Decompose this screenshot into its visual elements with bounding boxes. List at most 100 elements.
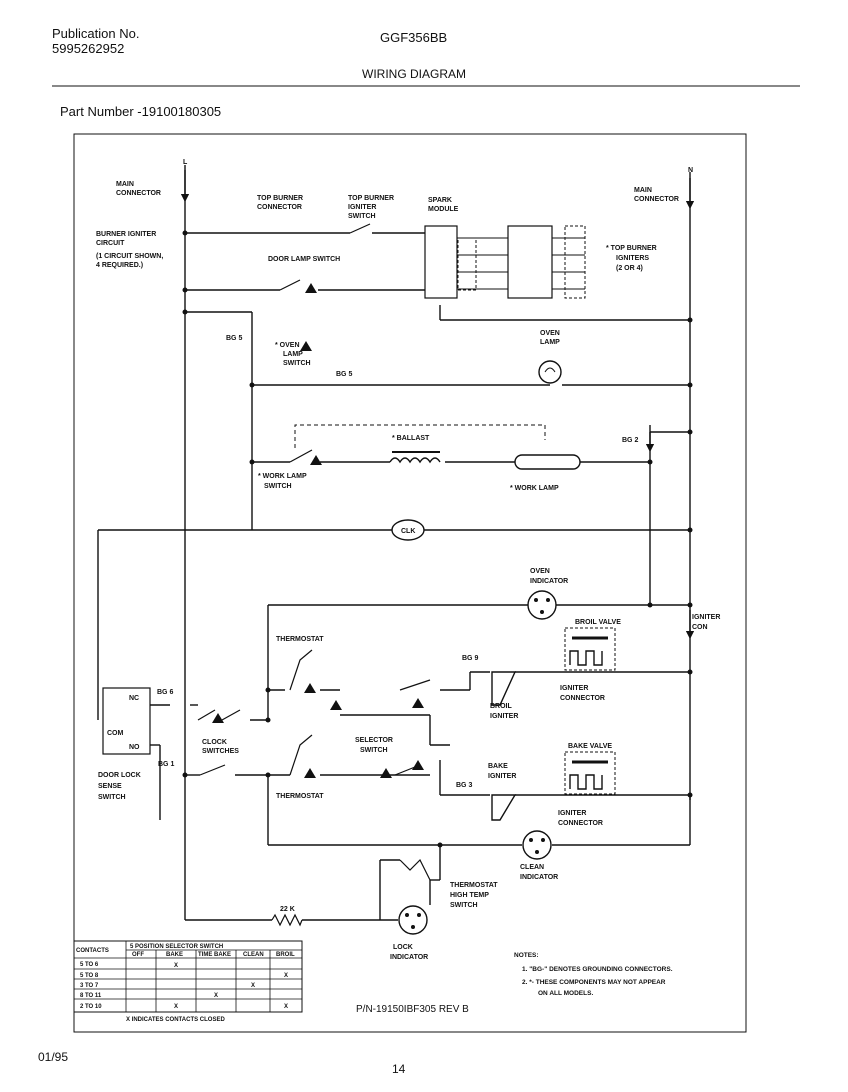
notes: NOTES: 1. "BG-" DENOTES GROUNDING CONNEC…: [514, 952, 673, 997]
bg5-a-label: BG 5: [226, 335, 242, 342]
lock-indicator-1: LOCK: [393, 944, 413, 951]
top-burner-connector-2: CONNECTOR: [257, 204, 302, 211]
door-lock-sense-switch-icon: [102, 687, 151, 755]
door-lamp-switch-label: DOOR LAMP SWITCH: [268, 256, 340, 263]
table-row-contact: 3 TO 7: [80, 983, 99, 989]
thermostat-top-icon: [289, 649, 313, 691]
n-label: N: [688, 167, 693, 174]
note-3: ON ALL MODELS.: [538, 990, 593, 997]
door-lock-sense-2: SENSE: [98, 783, 122, 790]
bg6-label: BG 6: [157, 689, 173, 696]
oven-indicator-1: OVEN: [530, 568, 550, 575]
table-col-broil: BROIL: [276, 952, 295, 958]
door-lock-sense-1: DOOR LOCK: [98, 772, 141, 779]
oven-lamp-icon: [538, 360, 562, 384]
oven-lamp-label-2: LAMP: [540, 339, 560, 346]
publication-label: Publication No.: [52, 26, 140, 41]
clock-switch-b-icon: [221, 709, 241, 721]
broil-valve-label: BROIL VALVE: [575, 619, 621, 626]
main-connector-right-2: CONNECTOR: [634, 196, 679, 203]
bake-igniter-2: IGNITER: [488, 773, 516, 780]
junction-dots: [182, 230, 693, 848]
work-lamp-label: * WORK LAMP: [510, 485, 559, 492]
bake-valve-label: BAKE VALVE: [568, 743, 612, 750]
clock-switch-c-icon: [199, 764, 226, 776]
no-label: NO: [129, 744, 140, 751]
table-row-contact: 2 TO 10: [80, 1004, 102, 1010]
top-burner-igniters-1: * TOP BURNER: [606, 245, 657, 252]
resistor-label: 22 K: [280, 906, 295, 913]
bg1-label: BG 1: [158, 761, 174, 768]
clock-switch-a-icon: [197, 709, 216, 721]
thermostat-bottom-icon: [289, 734, 313, 776]
bake-valve-icon: [564, 751, 616, 795]
notes-title: NOTES:: [514, 952, 539, 959]
main-connector-left-2: CONNECTOR: [116, 190, 161, 197]
part-number: Part Number -19100180305: [60, 104, 222, 119]
bg3-label: BG 3: [456, 782, 472, 789]
publication-number: 5995262952: [52, 41, 125, 56]
top-burner-igniter-switch-1: TOP BURNER: [348, 195, 394, 202]
clock-switches-1: CLOCK: [202, 739, 227, 746]
clean-indicator-icon: [522, 830, 552, 860]
note-1: 1. "BG-" DENOTES GROUNDING CONNECTORS.: [522, 966, 673, 973]
resistor-icon: [271, 913, 303, 927]
table-row-contact: 5 TO 6: [80, 962, 99, 968]
main-connector-left-1: MAIN: [116, 181, 134, 188]
bake-igniter-1: BAKE: [488, 763, 508, 770]
bg9-label: BG 9: [462, 655, 478, 662]
oven-indicator-2: INDICATOR: [530, 578, 568, 585]
top-burner-igniters-3: (2 OR 4): [616, 265, 643, 272]
spark-module-2: MODULE: [428, 206, 459, 213]
part-number-rev: P/N-19150IBF305 REV B: [356, 1004, 469, 1015]
burner-igniter-4: 4 REQUIRED.): [96, 262, 143, 269]
l-label: L: [183, 159, 188, 166]
table-mark: X: [174, 1004, 178, 1010]
thermostat-top-label: THERMOSTAT: [276, 636, 324, 643]
oven-indicator-icon: [527, 590, 557, 620]
table-mark: X: [284, 973, 288, 979]
work-lamp-icon: [514, 454, 581, 470]
broil-igniter-icon: [491, 671, 517, 706]
note-2: 2. *- THESE COMPONENTS MAY NOT APPEAR: [522, 979, 666, 986]
com-label: COM: [107, 730, 124, 737]
clean-indicator-2: INDICATOR: [520, 874, 558, 881]
table-col-off: OFF: [132, 952, 144, 958]
oven-lamp-switch-3: SWITCH: [283, 360, 311, 367]
table-mark: X: [251, 983, 255, 989]
selector-switch-2: SWITCH: [360, 747, 388, 754]
table-row-contact: 5 TO 8: [80, 973, 99, 979]
clock-motor-icon: [391, 519, 425, 541]
bg2-label: BG 2: [622, 437, 638, 444]
nc-label: NC: [129, 695, 139, 702]
igniter-connector-b-2: CONNECTOR: [558, 820, 603, 827]
page-number: 14: [392, 1062, 406, 1076]
footer-date: 01/95: [38, 1050, 69, 1064]
page-title: WIRING DIAGRAM: [362, 67, 466, 81]
igniter-connector-b-1: IGNITER: [558, 810, 586, 817]
table-col-time-bake: TIME BAKE: [198, 952, 231, 958]
burner-igniter-3: (1 CIRCUIT SHOWN,: [96, 253, 163, 260]
lock-indicator-2: INDICATOR: [390, 954, 428, 961]
ballast-icon: [389, 451, 441, 464]
oven-lamp-switch-2: LAMP: [283, 351, 303, 358]
burner-igniter-2: CIRCUIT: [96, 240, 125, 247]
igniter-con-1: IGNITER: [692, 614, 720, 621]
clean-indicator-1: CLEAN: [520, 864, 544, 871]
table-mark: X: [284, 1004, 288, 1010]
burner-igniter-1: BURNER IGNITER: [96, 231, 156, 238]
clk-label: CLK: [401, 528, 415, 535]
table-row-contact: 8 TO 11: [80, 993, 102, 999]
thermostat-high-temp-3: SWITCH: [450, 902, 478, 909]
bg5-b-label: BG 5: [336, 371, 352, 378]
high-temp-switch-icon: [399, 858, 431, 881]
igniter-con-2: CON: [692, 624, 708, 631]
broil-valve-icon: [564, 627, 616, 671]
table-contacts-header: CONTACTS: [76, 948, 109, 954]
work-lamp-switch-icon: [289, 449, 313, 463]
top-burner-igniter-switch-3: SWITCH: [348, 213, 376, 220]
work-lamp-switch-1: * WORK LAMP: [258, 473, 307, 480]
spark-module: [424, 225, 586, 299]
contact-table: CONTACTS 5 POSITION SELECTOR SWITCH OFF …: [73, 940, 303, 1023]
table-footnote: X INDICATES CONTACTS CLOSED: [126, 1017, 225, 1023]
